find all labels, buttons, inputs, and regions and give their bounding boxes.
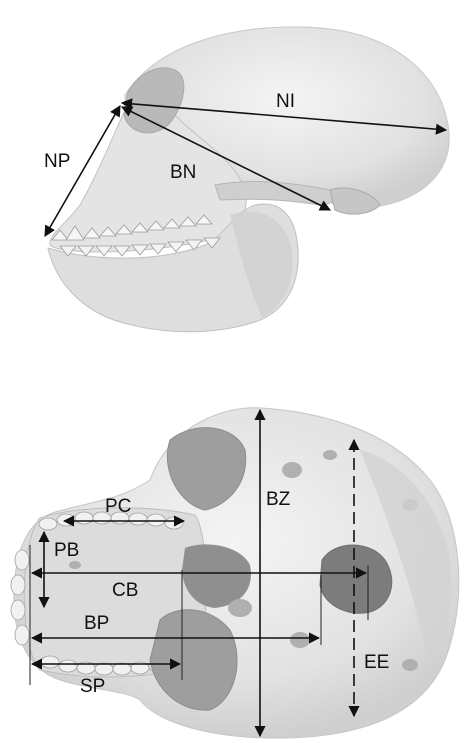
bn-label: BN [170,162,196,183]
ni-label: NI [276,91,295,112]
ee-label: EE [364,652,389,673]
pb-label: PB [54,540,79,561]
sp-label: SP [80,676,105,697]
bp-label: BP [84,613,109,634]
np-label: NP [44,151,70,172]
basal-foramen-magnum [320,545,392,613]
pc-label: PC [105,496,131,517]
bz-label: BZ [266,489,291,510]
lateral-skull-view: NI NP BN [44,27,449,332]
cb-label: CB [112,580,138,601]
basal-skull-view: PC PB CB BZ BP SP EE [11,408,459,738]
